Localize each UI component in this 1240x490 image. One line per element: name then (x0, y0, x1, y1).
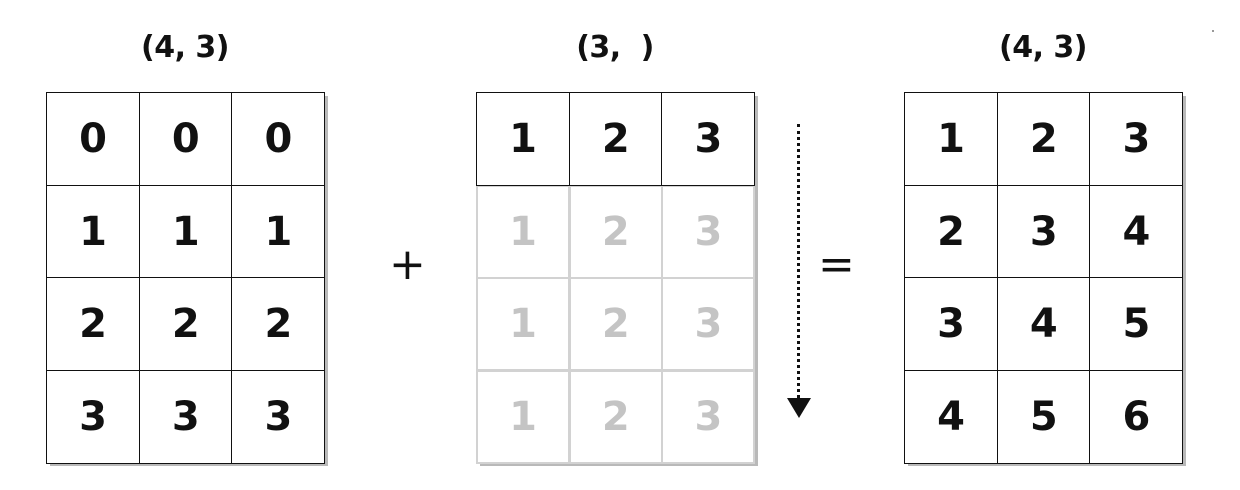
equals-operator: = (818, 239, 855, 290)
result-matrix-cell: 2 (904, 184, 999, 279)
right-shape-label: (4, 3) (998, 30, 1088, 65)
result-matrix-cell: 4 (1089, 184, 1184, 279)
result-matrix-cell: 4 (904, 369, 999, 464)
plus-operator: + (389, 239, 426, 290)
left-matrix-cell: 1 (138, 184, 233, 279)
result-matrix-cell: 2 (996, 92, 1091, 186)
broadcast-cell: 3 (661, 277, 756, 371)
result-matrix-cell: 3 (996, 184, 1091, 279)
result-matrix-cell: 1 (904, 92, 999, 186)
left-matrix-cell: 2 (46, 277, 141, 371)
left-matrix-cell: 3 (231, 369, 326, 464)
result-matrix-cell: 3 (904, 277, 999, 371)
result-matrix-cell: 5 (996, 369, 1091, 464)
left-matrix-cell: 0 (46, 92, 141, 186)
dotted-down-arrow-icon (787, 398, 811, 418)
left-matrix-cell: 0 (138, 92, 233, 186)
left-matrix-cell: 1 (231, 184, 326, 279)
left-matrix-cell: 3 (46, 369, 141, 464)
broadcast-cell: 3 (661, 184, 756, 279)
left-matrix-cell: 1 (46, 184, 141, 279)
broadcast-cell: 2 (568, 369, 663, 464)
broadcast-cell: 1 (476, 369, 571, 464)
left-matrix-cell: 0 (231, 92, 326, 186)
broadcast-cell: 3 (661, 369, 756, 464)
original-row-cell: 2 (568, 92, 663, 186)
broadcast-cell: 2 (568, 184, 663, 279)
left-matrix-cell: 3 (138, 369, 233, 464)
left-matrix-cell: 2 (231, 277, 326, 371)
result-matrix-cell: 4 (996, 277, 1091, 371)
result-matrix-cell: 6 (1089, 369, 1184, 464)
left-shape-label: (4, 3) (140, 30, 230, 65)
left-matrix-cell: 2 (138, 277, 233, 371)
original-row-cell: 3 (661, 92, 756, 186)
broadcast-cell: 1 (476, 277, 571, 371)
broadcast-arrow-line (797, 124, 800, 404)
middle-shape-label: (3, ) (576, 30, 654, 65)
broadcast-cell: 2 (568, 277, 663, 371)
result-matrix-cell: 3 (1089, 92, 1184, 186)
original-row-cell: 1 (476, 92, 571, 186)
broadcast-cell: 1 (476, 184, 571, 279)
result-matrix-cell: 5 (1089, 277, 1184, 371)
stray-dot (1212, 30, 1214, 32)
